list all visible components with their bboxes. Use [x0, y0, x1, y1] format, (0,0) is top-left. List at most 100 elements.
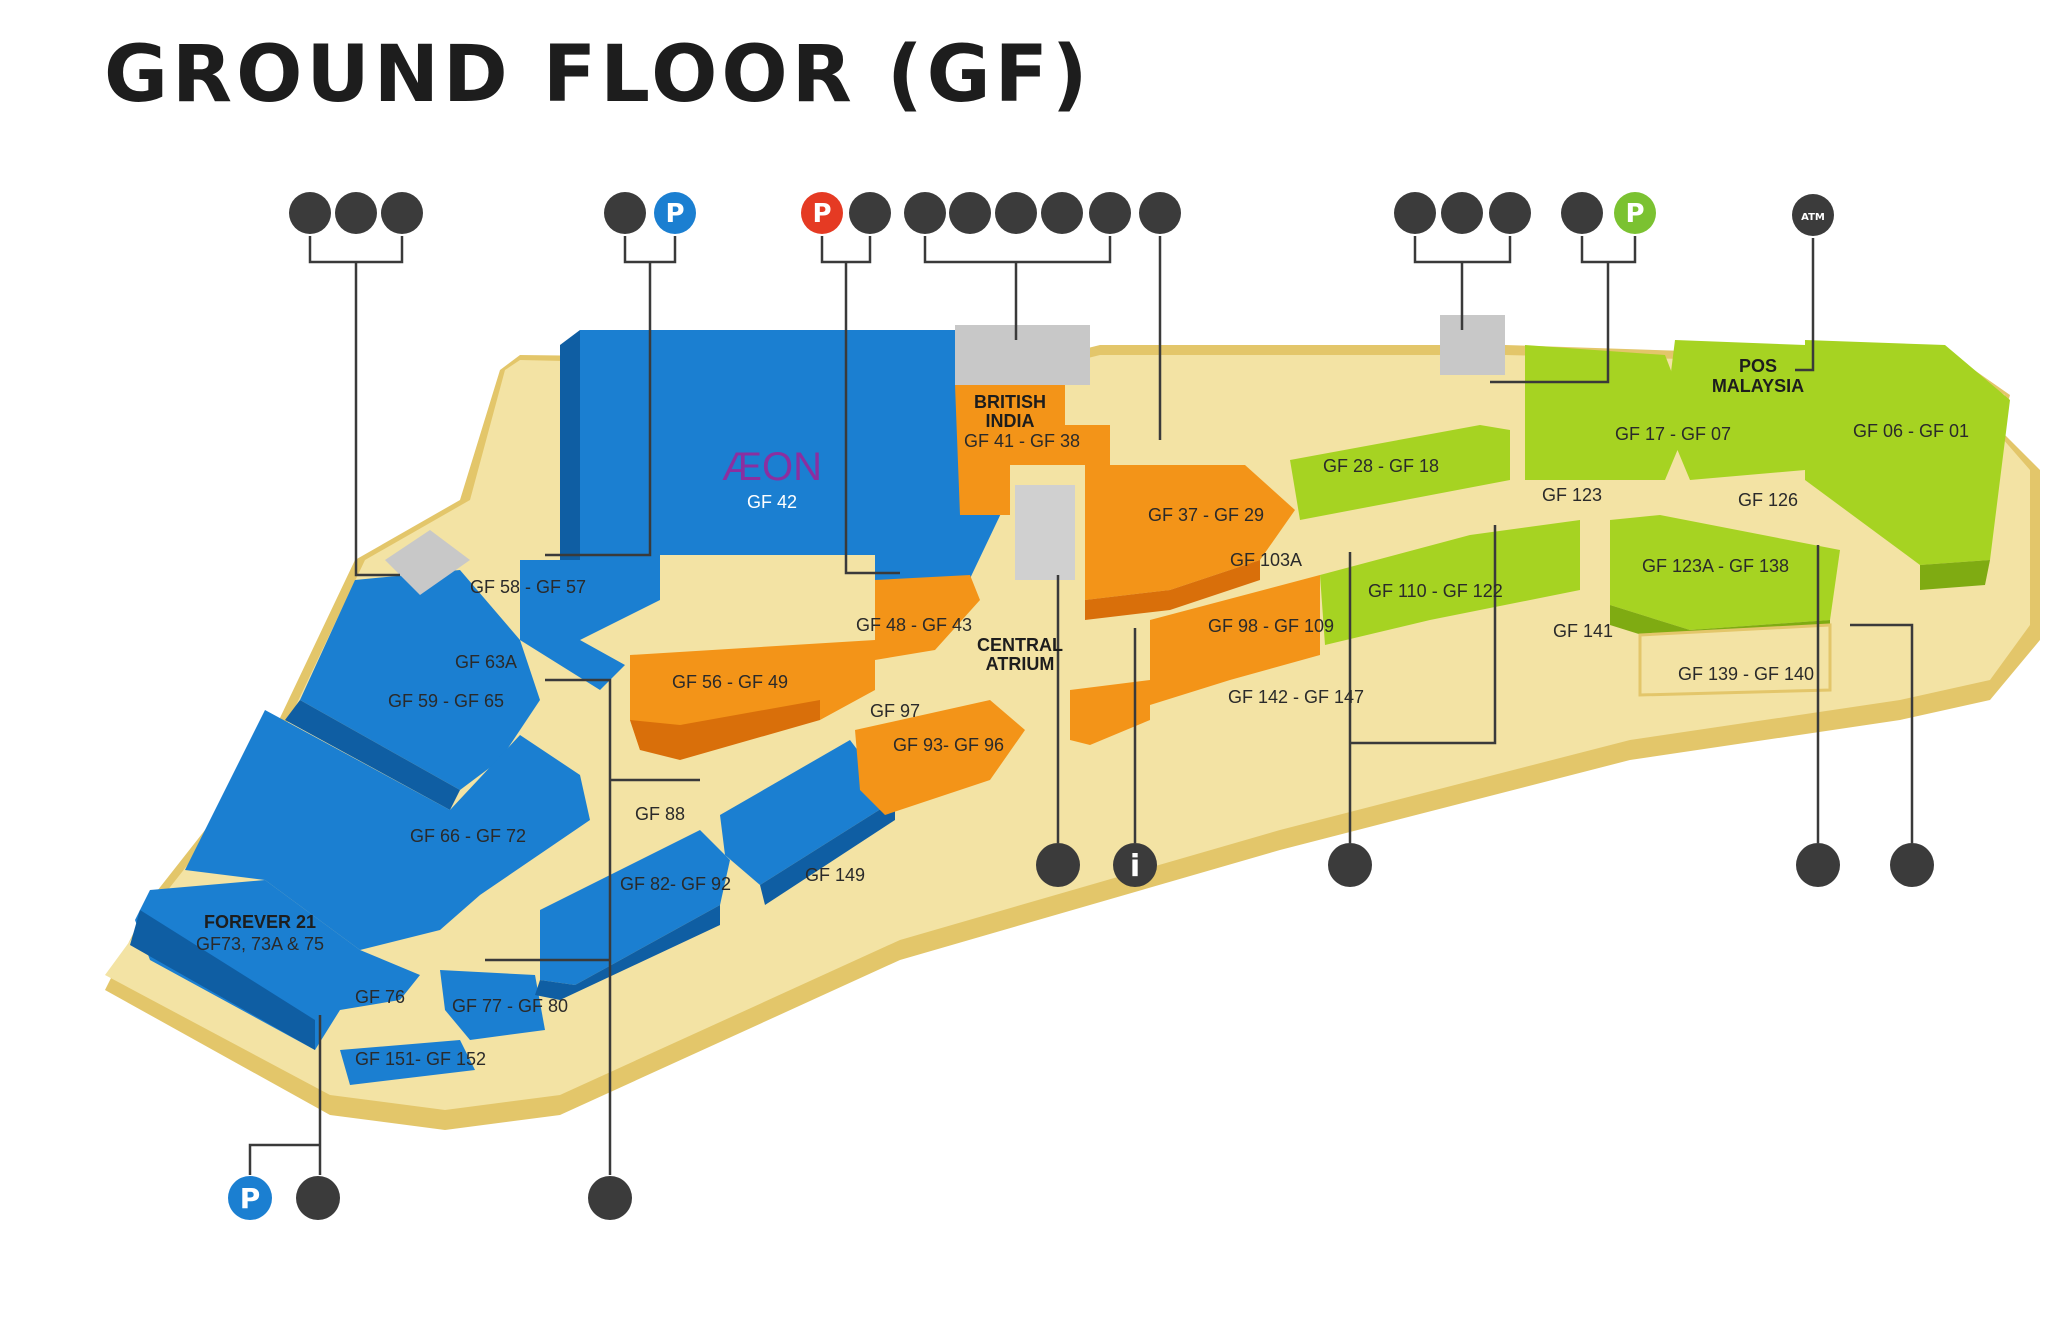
facility-block-1 [955, 325, 1090, 385]
icon-group-6 [1394, 192, 1531, 234]
unit-gf82-92-side [535, 905, 720, 1000]
label-gf88: GF 88 [635, 804, 685, 824]
unit-forever21[interactable] [135, 880, 420, 1050]
accessible-toilet-icon [995, 192, 1037, 234]
label-gf123: GF 123 [1542, 485, 1602, 505]
label-central-atrium-1: CENTRAL [977, 635, 1063, 655]
unit-gf59-65-side [285, 700, 460, 810]
leader-bottom-esc-4 [485, 678, 700, 1175]
unit-gf56-49[interactable] [630, 640, 875, 750]
parking-letter: P [812, 199, 831, 229]
icon-group-8: ATM [1792, 194, 1834, 236]
icon-group-7: P [1561, 192, 1656, 234]
atm-label: ATM [1801, 212, 1825, 223]
unit-gf58-57[interactable] [520, 560, 625, 690]
leader-4 [923, 236, 1112, 340]
unit-gf48-43[interactable] [875, 575, 980, 660]
unit-gf149-side [760, 800, 895, 905]
unit-gf37-29-side [1085, 560, 1260, 620]
unit-gf151-152[interactable] [340, 1040, 475, 1085]
leader-6 [1413, 236, 1512, 330]
label-gf41-38: GF 41 - GF 38 [964, 431, 1080, 451]
label-gf142-147: GF 142 - GF 147 [1228, 687, 1364, 707]
label-gf59-65: GF 59 - GF 65 [388, 691, 504, 711]
escalator-icon[interactable] [588, 1176, 632, 1220]
unit-gf142-147[interactable] [1070, 680, 1150, 745]
parking-letter: P [240, 1182, 261, 1215]
facility-block-3 [385, 530, 470, 595]
label-gf28-18: GF 28 - GF 18 [1323, 456, 1439, 476]
leader-8 [1795, 238, 1815, 372]
unit-gf139-140[interactable] [1638, 623, 1832, 697]
label-gf58-57: GF 58 - GF 57 [470, 577, 586, 597]
info-icon[interactable] [1113, 843, 1157, 887]
unit-gf98-109[interactable] [1150, 575, 1320, 705]
unit-gf59-65[interactable] [300, 570, 540, 790]
lift-icon[interactable] [296, 1176, 340, 1220]
floor-title: GROUND FLOOR (GF) [104, 30, 1092, 120]
icon-group-2: P [604, 192, 696, 234]
unit-gf06-01[interactable] [1805, 340, 2010, 565]
parking-icon[interactable] [1614, 192, 1656, 234]
label-gf151-152: GF 151- GF 152 [355, 1049, 486, 1069]
male-toilet-icon [289, 192, 331, 234]
icon-group-4 [904, 192, 1131, 234]
label-gf97: GF 97 [870, 701, 920, 721]
icon-group-1 [289, 192, 423, 234]
leader-bottom-lift [1850, 623, 1914, 843]
unit-gf37-29[interactable] [1085, 465, 1295, 600]
label-gf42: GF 42 [747, 492, 797, 512]
escalator-icon[interactable] [1796, 843, 1840, 887]
lift-icon[interactable] [849, 192, 891, 234]
unit-gf93-96[interactable] [855, 700, 1025, 815]
unit-gf149[interactable] [720, 740, 895, 885]
parking-icon[interactable] [654, 192, 696, 234]
parking-icon[interactable] [228, 1176, 272, 1220]
male-toilet-icon [904, 192, 946, 234]
luggage-storage-icon [1139, 192, 1181, 234]
icon-group-3: P [801, 192, 891, 234]
label-gf126: GF 126 [1738, 490, 1798, 510]
label-british-india-1: BRITISH [974, 392, 1046, 412]
escalator-icon[interactable] [1036, 843, 1080, 887]
unit-gf28-18[interactable] [1290, 425, 1510, 520]
label-gf149: GF 149 [805, 865, 865, 885]
leader-1 [308, 236, 404, 577]
unit-gf123a-138[interactable] [1610, 515, 1840, 630]
parking-letter: P [1625, 199, 1644, 229]
parking-icon[interactable] [801, 192, 843, 234]
label-gf93-96: GF 93- GF 96 [893, 735, 1004, 755]
unit-british-india[interactable] [955, 385, 1110, 515]
icon-group-5 [1139, 192, 1181, 234]
lift-icon[interactable] [604, 192, 646, 234]
label-gf82-92: GF 82- GF 92 [620, 874, 731, 894]
label-gf139-140: GF 139 - GF 140 [1678, 664, 1814, 684]
family-toilet-icon [335, 192, 377, 234]
unit-pos-malaysia[interactable] [1665, 340, 1805, 480]
label-pos-2: MALAYSIA [1712, 376, 1804, 396]
label-gf123a-138: GF 123A - GF 138 [1642, 556, 1789, 576]
male-toilet-icon [1394, 192, 1436, 234]
info-letter: i [1130, 849, 1140, 884]
label-gf77-80: GF 77 - GF 80 [452, 996, 568, 1016]
unit-gf82-92[interactable] [540, 830, 730, 985]
label-gf37-29: GF 37 - GF 29 [1148, 505, 1264, 525]
unit-gf17-07[interactable] [1525, 345, 1690, 480]
lift-icon[interactable] [1890, 843, 1934, 887]
label-forever21-name: FOREVER 21 [204, 912, 316, 932]
aeon-store[interactable] [580, 330, 1005, 640]
unit-gf110-122[interactable] [1320, 520, 1580, 645]
label-gf06-01: GF 06 - GF 01 [1853, 421, 1969, 441]
escalator-icon[interactable] [1328, 843, 1372, 887]
accessible-toilet-icon [381, 192, 423, 234]
label-gf17-07: GF 17 - GF 07 [1615, 424, 1731, 444]
unit-gf66-72[interactable] [185, 710, 590, 950]
atm-icon [1792, 194, 1834, 236]
lift-icon[interactable] [1561, 192, 1603, 234]
label-gf103a: GF 103A [1230, 550, 1302, 570]
unit-gf56-49-side [630, 700, 820, 760]
unit-gf77-80[interactable] [440, 970, 545, 1040]
label-gf56-49: GF 56 - GF 49 [672, 672, 788, 692]
leader-bottom-left [248, 1015, 322, 1175]
